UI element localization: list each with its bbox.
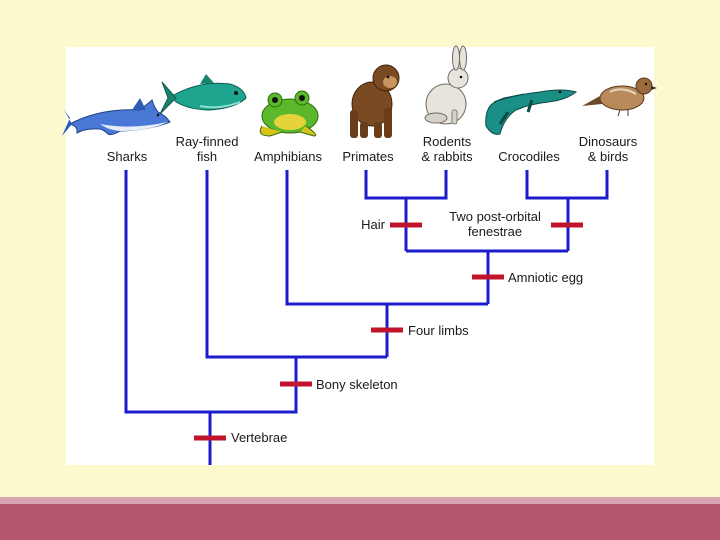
footer-band bbox=[0, 504, 720, 540]
taxon-label-sharks: Sharks bbox=[106, 149, 148, 164]
frog-icon bbox=[259, 90, 319, 137]
trait-label-amniotic-egg: Amniotic egg bbox=[508, 270, 584, 285]
taxon-label-primates: Primates bbox=[342, 149, 394, 164]
trait-label-bony-skeleton: Bony skeleton bbox=[316, 377, 398, 392]
monkey-icon bbox=[350, 64, 400, 138]
crocodile-icon bbox=[485, 89, 578, 135]
taxon-label-rodents-rabbits-line: Rodents & rabbits bbox=[421, 134, 473, 164]
tree-branches bbox=[124, 170, 609, 465]
trait-label-two-post-orbital-fenestrae-line: Two post-orbital fenestrae bbox=[449, 209, 541, 239]
fish-icon bbox=[159, 74, 247, 115]
trait-label-vertebrae: Vertebrae bbox=[231, 430, 288, 445]
taxon-label-crocodiles: Crocodiles bbox=[498, 149, 560, 164]
taxon-label-amphibians: Amphibians bbox=[254, 149, 322, 164]
trait-label-four-limbs: Four limbs bbox=[408, 323, 469, 338]
taxon-label-rodents-rabbits: Rodents & rabbits bbox=[421, 134, 472, 164]
taxon-label-ray-finned-fish-line: Ray-finned fish bbox=[175, 134, 239, 164]
footer-band-light bbox=[0, 497, 720, 504]
taxon-label-dinosaurs-birds-line: Dinosaurs & birds bbox=[578, 134, 638, 164]
trait-label-two-post-orbital-fenestrae: Two post-orbital fenestrae bbox=[449, 209, 541, 239]
shark-icon bbox=[62, 98, 171, 136]
trait-label-hair: Hair bbox=[361, 217, 385, 232]
bird-icon bbox=[582, 77, 657, 117]
rabbit-icon bbox=[424, 45, 469, 125]
taxon-label-dinosaurs-birds: Dinosaurs & birds bbox=[579, 134, 638, 164]
taxon-label-ray-finned-fish: Ray-finned fish bbox=[176, 134, 239, 164]
